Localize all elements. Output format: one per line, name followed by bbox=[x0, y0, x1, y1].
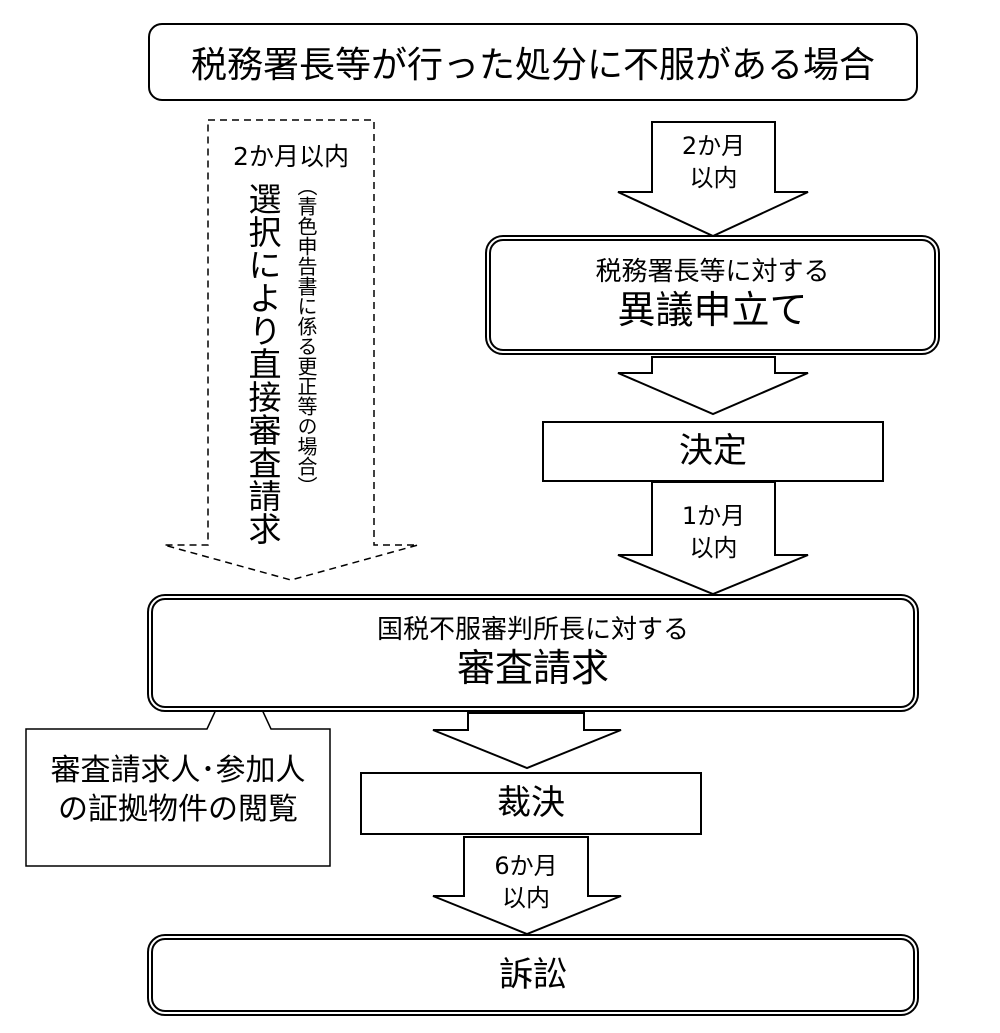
arrow-top-to-objection bbox=[617, 121, 809, 238]
direct-review-note-label: （青色申告書に係る更正等の場合） bbox=[294, 176, 318, 496]
decision-box: 決定 bbox=[542, 421, 884, 482]
review-subtitle: 国税不服審判所長に対する bbox=[376, 614, 689, 645]
review-title: 審査請求 bbox=[456, 646, 609, 691]
top-condition-label: 税務署長等が行った処分に不服がある場合 bbox=[190, 45, 875, 86]
arrow3-period-line1: 1か月 bbox=[681, 502, 746, 530]
review-box: 国税不服審判所長に対する 審査請求 bbox=[147, 594, 919, 712]
callout-line1: 審査請求人･参加人 bbox=[50, 753, 306, 788]
arrow5-period-line1: 6か月 bbox=[494, 852, 558, 880]
objection-subtitle: 税務署長等に対する bbox=[595, 256, 830, 287]
ruling-box: 裁決 bbox=[360, 772, 702, 835]
ruling-label: 裁決 bbox=[497, 783, 565, 824]
top-condition-box: 税務署長等が行った処分に不服がある場合 bbox=[148, 23, 918, 101]
arrow-objection-to-decision bbox=[617, 356, 809, 416]
callout-label: 審査請求人･参加人 の証拠物件の閲覧 bbox=[30, 751, 326, 829]
lawsuit-label: 訴訟 bbox=[499, 954, 567, 995]
arrow-review-to-ruling bbox=[432, 712, 622, 770]
objection-title: 異議申立て bbox=[617, 288, 808, 333]
arrow1-period-line1: 2か月 bbox=[681, 132, 746, 160]
decision-label: 決定 bbox=[679, 431, 747, 472]
direct-review-label: 選択により直接審査請求 bbox=[243, 182, 282, 545]
arrow5-period-label: 6か月 以内 bbox=[464, 850, 588, 915]
arrow5-period-line2: 以内 bbox=[502, 884, 550, 913]
arrow-decision-to-review bbox=[617, 481, 809, 596]
direct-review-period-label: 2か月以内 bbox=[233, 142, 349, 171]
lawsuit-box: 訴訟 bbox=[147, 934, 919, 1016]
direct-review-dashed-arrow bbox=[163, 119, 419, 581]
arrow-ruling-to-lawsuit bbox=[432, 836, 622, 936]
callout-line2: の証拠物件の閲覧 bbox=[58, 792, 298, 827]
arrow3-period-line2: 以内 bbox=[689, 534, 738, 563]
arrow3-period-label: 1か月 以内 bbox=[652, 500, 775, 565]
arrow1-period-line2: 以内 bbox=[689, 164, 738, 193]
objection-box: 税務署長等に対する 異議申立て bbox=[485, 235, 940, 355]
arrow1-period-label: 2か月 以内 bbox=[652, 130, 775, 195]
